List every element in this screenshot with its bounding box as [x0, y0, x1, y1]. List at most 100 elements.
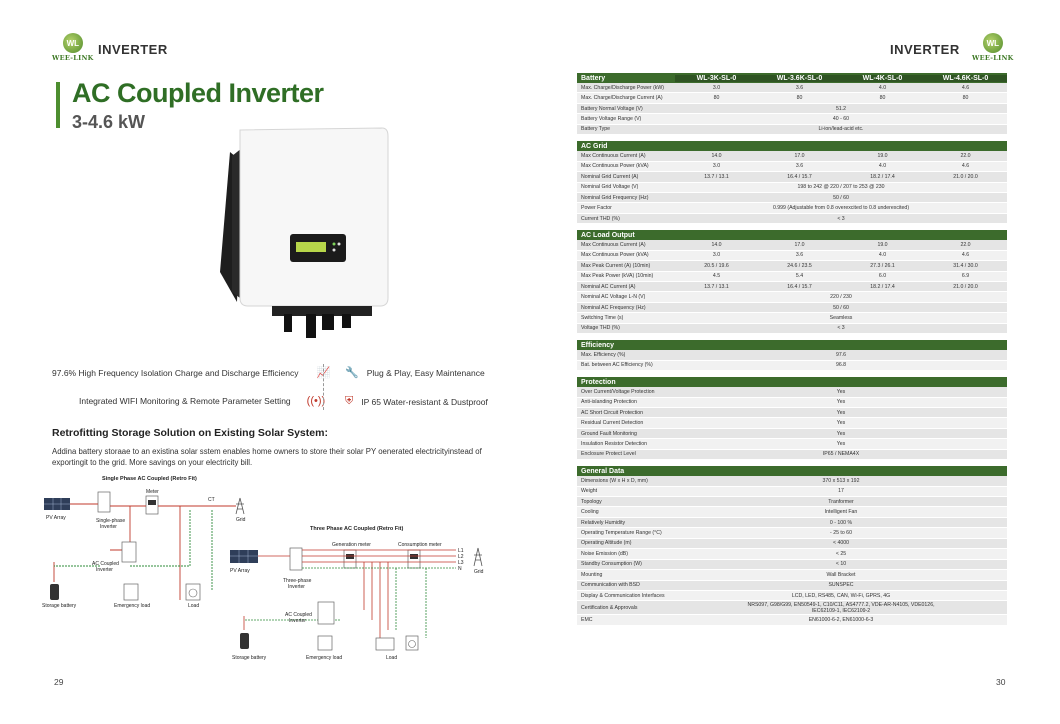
row-value: 80	[962, 95, 969, 102]
row-value: - 25 to 60	[830, 530, 852, 537]
table-row: Battery Type Li-ion/lead-acid etc.	[577, 124, 1007, 136]
diagram2-l1-label: L1	[458, 548, 464, 554]
row-value: 4.0	[878, 252, 887, 259]
table-row: Battery Voltage Range (V)40 - 60	[577, 114, 1007, 125]
diagram2-n-label: N	[458, 566, 462, 572]
row-label: Nominal AC Current (A)	[581, 283, 636, 290]
table-row: Mounting Wall Bracket	[577, 570, 1007, 581]
row-label: Nominal Grid Voltage (V)	[581, 184, 639, 191]
table-row: Nominal AC Voltage L-N (V) 220 / 230	[577, 292, 1007, 303]
diagram1-emergency-label: Emergency load	[114, 603, 150, 609]
row-value: 50 / 60	[833, 194, 849, 201]
section-title: Battery	[581, 74, 606, 82]
brand-logo: WL WEE-LINK	[52, 33, 94, 62]
feature-plug-play: 🔧 Plug & Play, Easy Maintenance	[345, 366, 485, 379]
row-label: Max Continuous Current (A)	[581, 241, 646, 248]
row-value: Intelligent Fan	[824, 509, 858, 516]
row-value: 97.6	[835, 351, 847, 358]
table-row: Noise Emission (dB)< 25	[577, 549, 1007, 560]
row-value: 4.6	[961, 163, 970, 170]
row-value: SUNSPEC	[828, 582, 854, 589]
row-label: Communication with BSD	[581, 582, 640, 589]
row-value: Li-ion/lead-acid etc.	[818, 126, 864, 133]
diagram2-gen-meter-label: Generation meter	[332, 542, 371, 548]
row-label: Insulation Resistor Detection	[581, 440, 648, 447]
row-value: LCD, LED, RS485, CAN, Wi-Fi, GPRS, 4G	[791, 592, 891, 599]
table-row: Voltage THD (%)< 3	[577, 323, 1007, 335]
title-accent-bar	[56, 82, 60, 128]
row-value: 6.9	[961, 273, 970, 280]
section-header: Protection	[577, 377, 1007, 388]
diagram1-acinv-label-b: Inverter	[96, 567, 113, 573]
diagram2-acinv-label-b: Inverter	[289, 618, 306, 624]
row-value: 17.0	[794, 152, 805, 159]
wiring-diagrams: Single Phase AC Coupled (Retro Fit) PV A…	[42, 476, 484, 661]
ac-coupled-inverter-icon	[121, 541, 137, 563]
table-row: Nominal Grid Voltage (V) 198 to 242 @ 220…	[577, 182, 1007, 193]
solar-panel-icon	[44, 498, 70, 510]
diagram2-title: Three Phase AC Coupled (Retro Fit)	[310, 526, 403, 532]
row-label: Operating Temperature Range (°C)	[581, 530, 662, 537]
feature-plug-play-text: Plug & Play, Easy Maintenance	[366, 367, 485, 378]
row-value: 31.4 / 30.0	[953, 262, 978, 269]
row-value: 18.2 / 17.4	[870, 173, 895, 180]
diagram2-pv-label: PV Array	[230, 568, 250, 574]
diagram1-pv-label: PV Array	[46, 515, 66, 521]
wrench-icon: 🔧	[345, 367, 359, 379]
row-value: 220 / 230	[830, 294, 852, 301]
leaf-logo-icon: WL	[62, 33, 83, 53]
row-value: Yes	[836, 420, 846, 427]
row-value: Wall Bracket	[826, 571, 856, 578]
row-label: Current THD (%)	[581, 215, 620, 222]
row-value: 3.6	[795, 252, 804, 259]
row-value: 4.6	[961, 252, 970, 259]
row-value: 19.0	[877, 152, 888, 159]
row-value: Yes	[836, 440, 846, 447]
diagram1-ct-label: CT	[208, 497, 215, 503]
row-value: 16.4 / 15.7	[787, 283, 812, 290]
leaf-logo-icon: WL	[982, 33, 1003, 53]
row-value: < 3	[837, 215, 845, 222]
table-row: Bat. between AC Efficiency (%)96.8	[577, 360, 1007, 372]
row-label: Standby Consumption (W)	[581, 561, 642, 568]
row-value: 3.0	[712, 252, 721, 259]
row-label: Cooling	[581, 509, 599, 516]
row-value: 6.0	[878, 273, 887, 280]
ac-coupled-inverter-icon	[317, 601, 335, 625]
row-value: 22.0	[960, 241, 971, 248]
row-label: Anti-islanding Protection	[581, 399, 637, 406]
row-value: Yes	[836, 388, 846, 395]
row-label: Nominal AC Voltage L-N (V)	[581, 294, 646, 301]
table-row: Nominal AC Frequency (Hz)50 / 60	[577, 302, 1007, 314]
row-label: Battery Type	[581, 126, 611, 133]
row-label: Mounting	[581, 571, 603, 578]
row-value: 198 to 242 @ 220 / 207 to 253 @ 230	[797, 184, 885, 191]
table-row: Current THD (%) < 3	[577, 213, 1007, 225]
inverter-product-image	[220, 127, 389, 338]
three-phase-inverter-icon	[289, 547, 303, 571]
row-value: 0.999 (Adjustable from 0.8 overexcited t…	[772, 205, 910, 212]
page-number-left: 29	[54, 677, 64, 687]
row-value: < 10	[835, 561, 847, 568]
row-value: Yes	[836, 409, 846, 416]
row-label: Voltage THD (%)	[581, 325, 620, 332]
row-label: EMC	[581, 617, 593, 624]
row-label: Battery Voltage Range (V)	[581, 116, 642, 123]
row-value: 14.0	[711, 241, 722, 248]
page-title: AC Coupled Inverter	[72, 78, 324, 108]
row-value: 3.0	[712, 84, 721, 91]
emergency-load-icon	[123, 583, 139, 601]
page-subtitle: 3-4.6 kW	[72, 112, 146, 132]
diagram2-l3-label: L3	[458, 560, 464, 566]
